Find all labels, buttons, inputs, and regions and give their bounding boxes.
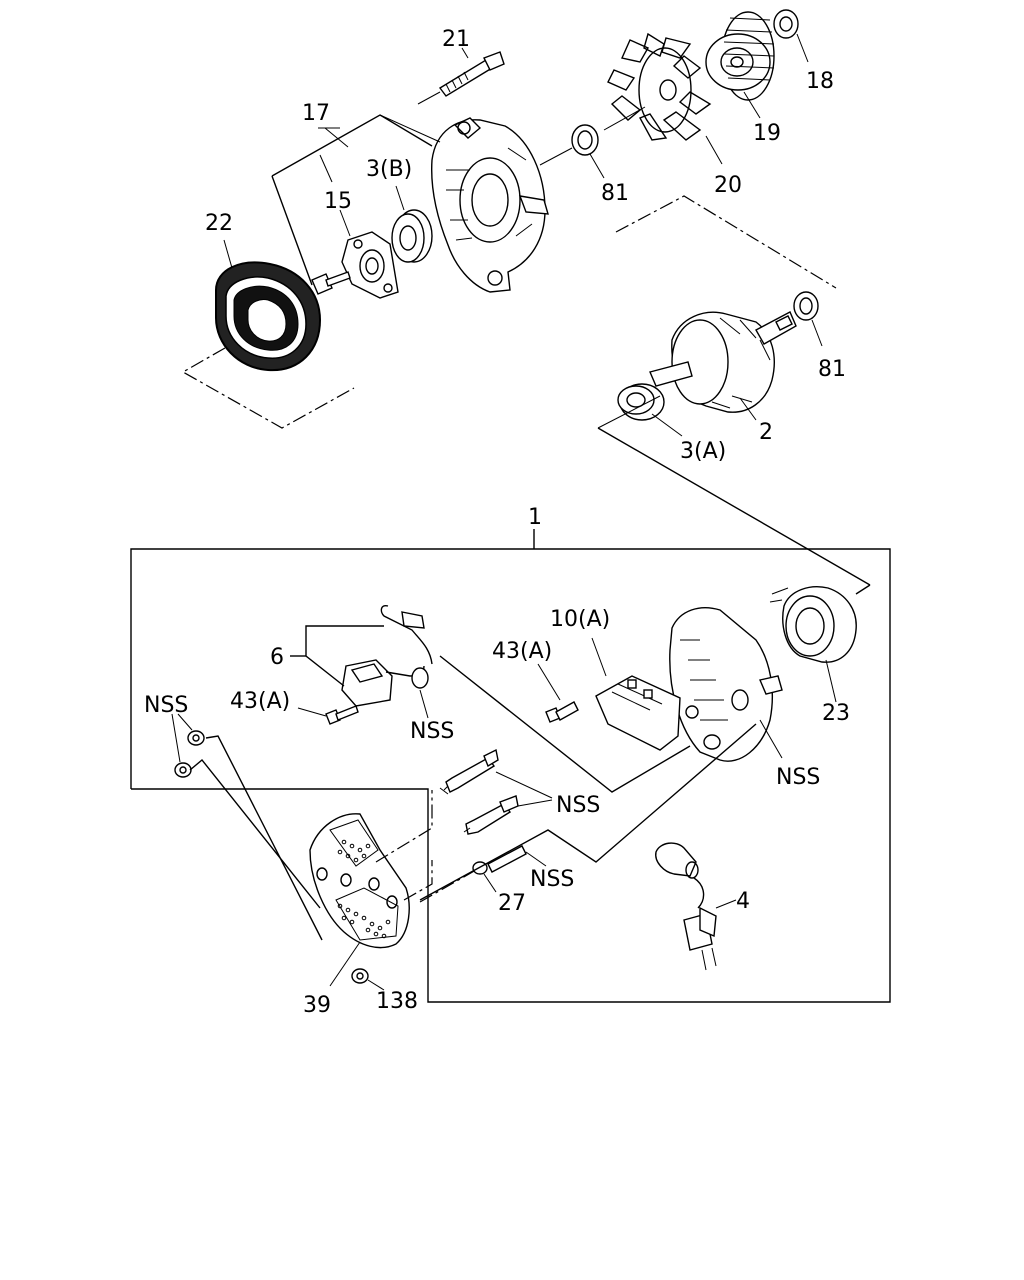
rear-cover-23 (769, 586, 857, 703)
label-18: 18 (806, 69, 834, 94)
label-nss-regulator: NSS (410, 719, 454, 744)
fan-20 (607, 32, 723, 165)
rear-frame (669, 607, 783, 762)
label-39: 39 (303, 993, 331, 1018)
label-3b: 3(B) (366, 157, 412, 182)
label-43a-right: 43(A) (492, 639, 552, 664)
screw-43a-right (537, 663, 579, 723)
label-3a: 3(A) (680, 439, 726, 464)
rectifier-39 (309, 813, 410, 987)
rotor-2 (649, 311, 797, 421)
nut-138 (351, 968, 385, 991)
regulator-6 (341, 604, 433, 719)
retainer-screw (311, 271, 351, 295)
label-20: 20 (714, 173, 742, 198)
label-17: 17 (302, 101, 330, 126)
spacer-81-right (793, 291, 823, 347)
connector-4 (655, 842, 737, 971)
spacer-81-top (571, 124, 605, 179)
label-21: 21 (442, 27, 470, 52)
bearing-3a (617, 383, 683, 437)
pulley-nut-18 (773, 9, 809, 63)
assembly-box-1 (130, 529, 891, 1003)
label-nss-rearframe: NSS (776, 765, 820, 790)
terminal-bolts-nss (439, 748, 553, 835)
label-10a: 10(A) (550, 607, 610, 632)
label-27: 27 (498, 891, 526, 916)
label-43a-left: 43(A) (230, 689, 290, 714)
label-nss-stud: NSS (530, 867, 574, 892)
label-23: 23 (822, 701, 850, 726)
label-2: 2 (759, 420, 773, 445)
bracket-17 (271, 114, 433, 286)
label-nss-terminals: NSS (556, 793, 600, 818)
retainer-plate-15 (339, 209, 399, 299)
label-81-right: 81 (818, 357, 846, 382)
through-bolt-21 (417, 47, 505, 105)
label-4: 4 (736, 889, 750, 914)
stud-27 (472, 845, 547, 893)
screw-43a-left (297, 705, 359, 725)
label-1: 1 (528, 505, 542, 530)
label-15: 15 (324, 189, 352, 214)
pulley-19 (705, 11, 775, 119)
brush-holder-10a (591, 637, 681, 751)
label-81-top: 81 (601, 181, 629, 206)
label-138: 138 (376, 989, 418, 1014)
part-labels: 1 2 3(A) 3(B) 4 6 10(A) 15 17 18 19 20 2… (144, 27, 850, 1018)
label-6: 6 (270, 645, 284, 670)
stator-22 (215, 239, 322, 372)
label-22: 22 (205, 211, 233, 236)
front-frame-17 (379, 114, 549, 293)
label-19: 19 (753, 121, 781, 146)
nuts-nss-left (171, 713, 205, 778)
bearing-3b (391, 185, 433, 263)
label-nss-topleft: NSS (144, 693, 188, 718)
